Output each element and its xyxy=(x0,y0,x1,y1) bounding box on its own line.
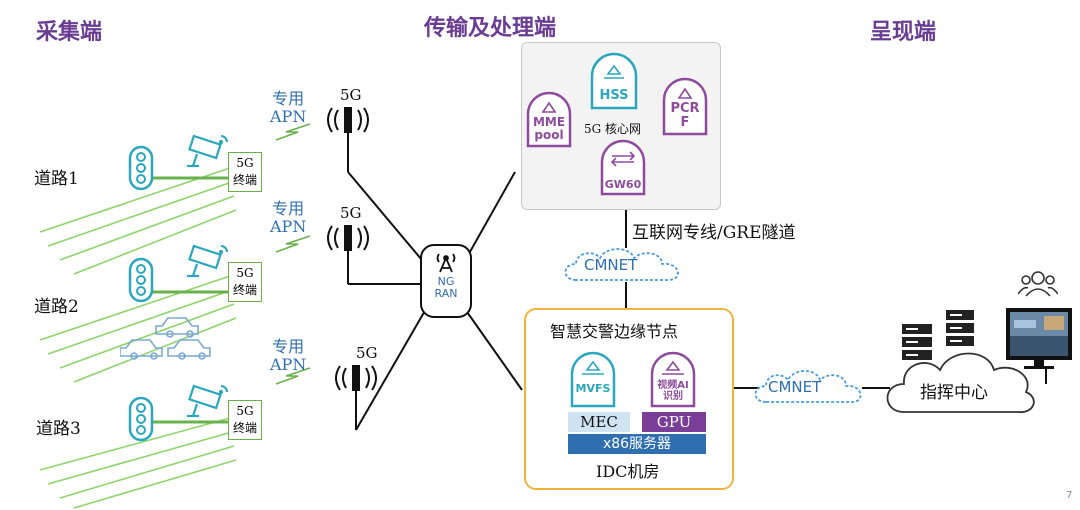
mme-node-icon xyxy=(526,91,572,148)
core-title: 5G 核心网 xyxy=(584,122,642,136)
tower-label-2: 5G xyxy=(340,204,362,222)
pcrf-label: F xyxy=(680,115,690,130)
road-stripes xyxy=(39,167,237,509)
apn-line: APN xyxy=(270,217,307,236)
server-label: x86服务器 xyxy=(568,434,706,454)
mec-label: MEC xyxy=(568,412,630,432)
cmnet-label-right: CMNET xyxy=(768,378,822,396)
camera-icon xyxy=(187,384,228,418)
apn-line: 专用 xyxy=(272,89,305,108)
hss-label: HSS xyxy=(599,88,629,103)
page-number: 7 xyxy=(1066,490,1073,501)
pcrf-node-icon xyxy=(662,77,708,136)
ngran-label: RAN xyxy=(434,287,458,300)
edge-title: 智慧交警边缘节点 xyxy=(550,322,679,341)
terminal-label: 5G xyxy=(236,156,254,170)
gateway-node-icon xyxy=(600,139,646,196)
camera-icon xyxy=(187,244,228,278)
tower-label-1: 5G xyxy=(340,86,362,104)
gpu-label: GPU xyxy=(642,412,706,432)
road-label-2: 道路2 xyxy=(34,297,79,317)
monitor-icon xyxy=(1006,308,1072,369)
terminal-box-1: 5G 终端 xyxy=(228,152,262,192)
ngran-node: NG RAN xyxy=(420,244,472,318)
mme-label: MME xyxy=(532,115,566,129)
terminal-label: 5G xyxy=(236,404,254,418)
apn-line: 专用 xyxy=(272,199,305,218)
command-center-label: 指挥中心 xyxy=(920,383,988,403)
road-label-3: 道路3 xyxy=(36,419,81,439)
camera-icon xyxy=(187,134,228,168)
ngran-label: NG xyxy=(437,275,455,288)
gateway-label: GW60 xyxy=(604,178,642,191)
mme-label: pool xyxy=(534,128,564,142)
terminal-label: 终端 xyxy=(232,421,257,435)
poles xyxy=(148,176,230,424)
pcrf-label: PCR xyxy=(670,101,700,116)
people-icon xyxy=(1018,271,1058,297)
apn-label-1: 专用 APN xyxy=(270,90,306,126)
server-rack-icon xyxy=(946,310,974,346)
mvfs-label: MVFS xyxy=(575,382,611,395)
ai-node-icon xyxy=(650,351,696,408)
ai-label: 视频AI xyxy=(657,380,689,391)
tower-label-3: 5G xyxy=(356,344,378,362)
traffic-light-icon xyxy=(128,257,154,303)
idc-room-label: IDC机房 xyxy=(596,462,660,481)
traffic-light-icon xyxy=(128,145,154,191)
terminal-box-2: 5G 终端 xyxy=(228,262,262,302)
cmnet-label-top: CMNET xyxy=(584,256,638,274)
header-present: 呈现端 xyxy=(870,19,937,45)
apn-line: APN xyxy=(270,355,307,374)
road-label-1: 道路1 xyxy=(34,169,79,189)
header-transfer: 传输及处理端 xyxy=(424,15,557,41)
antenna-icon xyxy=(335,365,377,391)
traffic-light-icon xyxy=(128,396,154,442)
apn-label-3: 专用 APN xyxy=(270,338,306,374)
terminal-label: 终端 xyxy=(232,283,257,297)
ai-label: 识别 xyxy=(663,391,683,402)
antenna-icon xyxy=(436,253,456,273)
cloud-icon xyxy=(564,248,679,281)
terminal-box-3: 5G 终端 xyxy=(228,400,262,440)
cars-icon xyxy=(120,317,211,360)
link-label: 互联网专线/GRE隧道 xyxy=(632,223,796,243)
edge-node-box xyxy=(524,308,734,490)
antenna-icon xyxy=(327,107,369,133)
header-collect: 采集端 xyxy=(36,19,103,45)
apn-line: 专用 xyxy=(272,337,305,356)
backhaul-lines xyxy=(347,132,1047,431)
antenna-icon xyxy=(327,225,369,251)
server-rack-icon xyxy=(902,324,932,360)
cloud-icon xyxy=(754,370,862,403)
terminal-label: 5G xyxy=(236,266,254,280)
signal-zigzags xyxy=(275,123,311,385)
apn-line: APN xyxy=(270,107,307,126)
hss-node-icon xyxy=(590,52,638,110)
apn-label-2: 专用 APN xyxy=(270,200,306,236)
mvfs-node-icon xyxy=(570,351,616,408)
command-center-cloud xyxy=(886,352,1035,413)
terminal-label: 终端 xyxy=(232,173,257,187)
